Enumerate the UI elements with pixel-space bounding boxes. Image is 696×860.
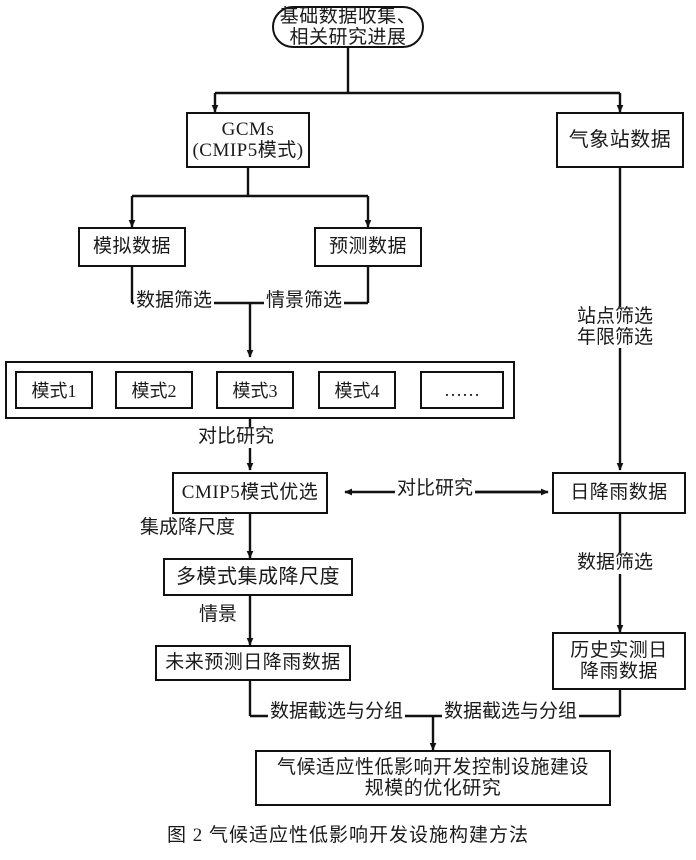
- edge-label-scenario-text: 情景: [199, 604, 238, 625]
- node-station-data-label: 气象站数据: [568, 128, 672, 151]
- figure-caption-text: 图 2 气候适应性低影响开发设施构建方法: [166, 825, 529, 846]
- model-chip-4[interactable]: 模式4: [318, 371, 396, 409]
- model-chip-3[interactable]: 模式3: [216, 371, 294, 409]
- edge-label-comparative-vertical-text: 对比研究: [198, 426, 275, 447]
- node-cmip5-select-label: CMIP5模式优选: [181, 482, 319, 504]
- model-chip-1[interactable]: 模式1: [15, 371, 93, 409]
- edge-label-integrated-downscaling-text: 集成降尺度: [140, 517, 236, 538]
- node-station-data[interactable]: 气象站数据: [556, 112, 684, 168]
- model-chip-4-label: 模式4: [334, 381, 380, 401]
- model-chip-ellipsis[interactable]: ……: [420, 371, 504, 409]
- edge-label-comparative-horizontal: 对比研究: [395, 478, 476, 500]
- node-gcms[interactable]: GCMs (CMIP5模式): [186, 112, 310, 168]
- edge-label-scenario-filter-text: 情景筛选: [266, 290, 343, 311]
- node-sim-data[interactable]: 模拟数据: [78, 227, 186, 267]
- edge-label-scenario-filter: 情景筛选: [264, 290, 345, 312]
- edge-label-data-filter: 数据筛选: [134, 290, 215, 312]
- model-chip-1-label: 模式1: [31, 381, 77, 401]
- edge-label-integrated-downscaling: 集成降尺度: [138, 517, 238, 539]
- model-chip-2[interactable]: 模式2: [115, 371, 193, 409]
- node-future-rain-label: 未来预测日降雨数据: [165, 652, 341, 674]
- node-future-rain[interactable]: 未来预测日降雨数据: [155, 645, 351, 681]
- edge-label-data-subset-left-text: 数据截选与分组: [270, 701, 404, 722]
- node-sim-data-label: 模拟数据: [92, 236, 171, 258]
- model-chip-3-label: 模式3: [232, 381, 278, 401]
- edge-label-station-filter: 站点筛选 年限筛选: [575, 306, 656, 349]
- edge-label-data-filter-right-text: 数据筛选: [577, 552, 654, 573]
- edge-label-station-filter-line2: 年限筛选: [577, 326, 654, 348]
- node-historical-rain-label-line1: 历史实测日: [570, 639, 668, 661]
- node-pred-data[interactable]: 预测数据: [314, 227, 422, 267]
- edge-label-data-filter-text: 数据筛选: [136, 290, 213, 311]
- node-final-research-label-line1: 气候适应性低影响开发控制设施建设: [276, 756, 589, 778]
- model-chip-ellipsis-label: ……: [444, 379, 480, 400]
- node-daily-rain[interactable]: 日降雨数据: [552, 472, 686, 514]
- node-pred-data-label: 预测数据: [328, 236, 407, 258]
- node-daily-rain-label: 日降雨数据: [570, 482, 668, 504]
- node-gcms-label-line2: (CMIP5模式): [192, 140, 304, 161]
- edge-label-data-subset-right-text: 数据截选与分组: [444, 701, 578, 722]
- node-root-label: 基础数据收集、相关研究进展: [279, 5, 417, 48]
- edge-label-data-subset-right: 数据截选与分组: [442, 701, 580, 723]
- node-cmip5-select[interactable]: CMIP5模式优选: [172, 472, 328, 514]
- node-final-research[interactable]: 气候适应性低影响开发控制设施建设 规模的优化研究: [255, 750, 611, 806]
- node-gcms-label-line1: GCMs: [221, 118, 275, 140]
- node-downscale[interactable]: 多模式集成降尺度: [163, 558, 353, 596]
- edge-label-data-subset-left: 数据截选与分组: [268, 701, 406, 723]
- node-downscale-label: 多模式集成降尺度: [176, 565, 340, 588]
- node-final-research-label-line2: 规模的优化研究: [364, 778, 502, 799]
- edge-label-scenario: 情景: [197, 604, 240, 626]
- node-historical-rain[interactable]: 历史实测日 降雨数据: [552, 632, 686, 690]
- edge-label-comparative-horizontal-text: 对比研究: [397, 478, 474, 499]
- model-chip-2-label: 模式2: [131, 381, 177, 401]
- edge-label-data-filter-right: 数据筛选: [575, 552, 656, 574]
- figure-caption: 图 2 气候适应性低影响开发设施构建方法: [0, 820, 696, 847]
- edge-label-comparative-vertical: 对比研究: [196, 426, 277, 448]
- node-historical-rain-label-line2: 降雨数据: [579, 661, 658, 682]
- edge-label-station-filter-line1: 站点筛选: [577, 306, 654, 327]
- node-root[interactable]: 基础数据收集、相关研究进展: [272, 6, 424, 48]
